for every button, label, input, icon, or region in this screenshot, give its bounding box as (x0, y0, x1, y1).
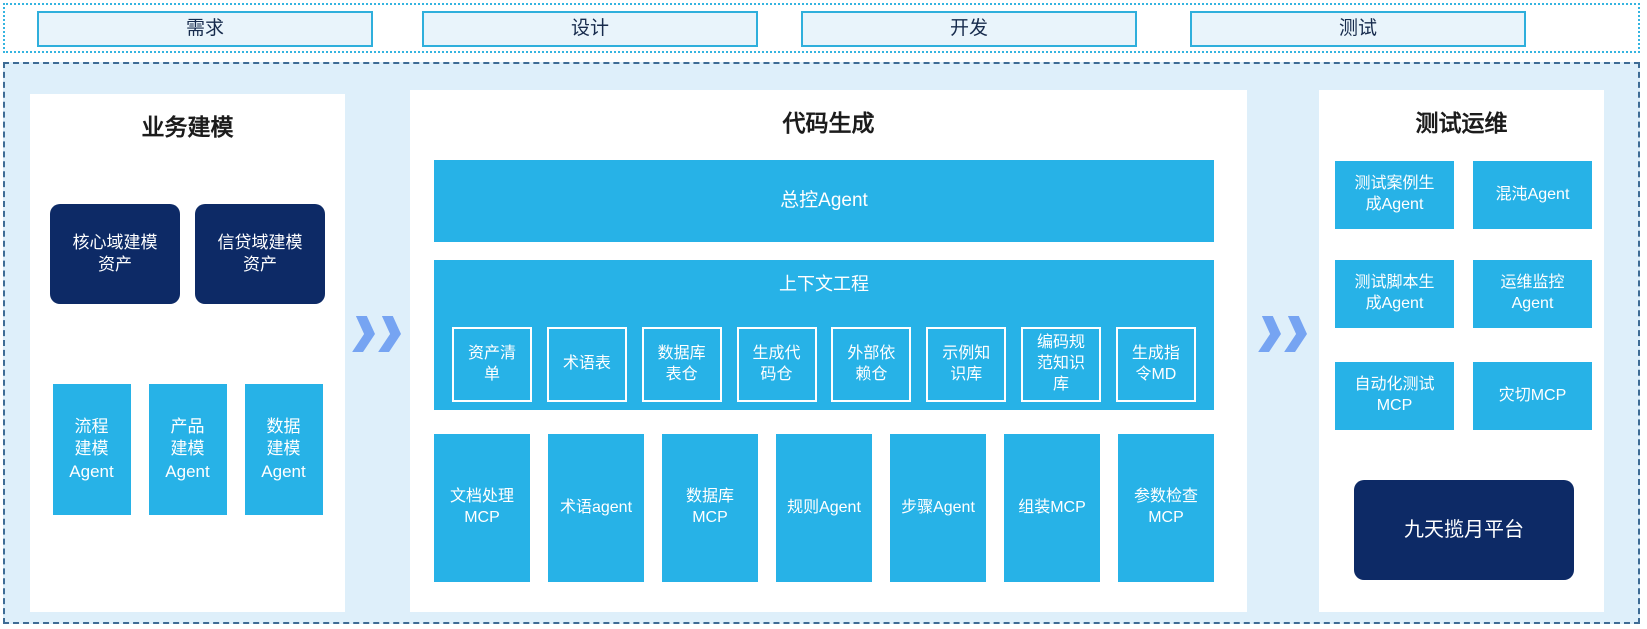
section-title: 代码生成 (782, 110, 875, 136)
context-engineering-title: 上下文工程 (779, 274, 869, 294)
box-external-dependency-repo: 外部依 赖仓 (831, 327, 912, 402)
phase-label: 测试 (1338, 17, 1377, 39)
section-test-ops: 测试运维 测试案例生 成Agent 混沌Agent 测试脚本生 成Agent 运… (1319, 90, 1604, 612)
context-engineering-block: 上下文工程 资产清 单 术语表 数据库 表仓 生成代 码仓 外部依 赖仓 示例知… (434, 260, 1214, 410)
box-generated-code-repo: 生成代 码仓 (736, 327, 817, 402)
phase-box-design: 设计 (422, 11, 758, 47)
box-credit-domain-assets: 信贷域建模 资产 (195, 204, 325, 304)
double-chevron-icon (1251, 304, 1315, 364)
chevron-shape (352, 316, 377, 352)
section-business-modeling: 业务建模 核心域建模 资产 信贷域建模 资产 流程 建模 Agent 产品 建模… (30, 94, 345, 612)
box-automated-test-mcp: 自动化测试 MCP (1335, 362, 1454, 430)
box-ops-monitoring-agent: 运维监控 Agent (1473, 260, 1592, 328)
box-rule-agent: 规则Agent (776, 434, 872, 582)
box-coding-standard-knowledge-base: 编码规 范知识 库 (1021, 327, 1102, 402)
context-item-row: 资产清 单 术语表 数据库 表仓 生成代 码仓 外部依 赖仓 示例知 识库 编码… (434, 327, 1214, 402)
section-code-generation: 代码生成 总控Agent 上下文工程 资产清 单 术语表 数据库 表仓 生成代 … (410, 90, 1247, 612)
section-title: 业务建模 (141, 114, 234, 140)
box-master-agent: 总控Agent (434, 160, 1214, 242)
phase-box-requirements: 需求 (37, 11, 373, 47)
chevron-shape (1258, 316, 1283, 352)
asset-box-row: 核心域建模 资产 信贷域建模 资产 (30, 204, 345, 304)
box-test-script-generation-agent: 测试脚本生 成Agent (1335, 260, 1454, 328)
tool-box-row: 文档处理 MCP 术语agent 数据库 MCP 规则Agent 步骤Agent… (434, 434, 1214, 582)
box-disaster-switch-mcp: 灾切MCP (1473, 362, 1592, 430)
phase-box-development: 开发 (801, 11, 1137, 47)
section-title: 测试运维 (1415, 110, 1508, 136)
phase-bar: 需求 设计 开发 测试 (3, 3, 1640, 53)
box-db-table-repo: 数据库 表仓 (641, 327, 722, 402)
box-assembly-mcp: 组装MCP (1004, 434, 1100, 582)
box-database-mcp: 数据库 MCP (662, 434, 758, 582)
box-example-knowledge-base: 示例知 识库 (926, 327, 1007, 402)
box-test-case-generation-agent: 测试案例生 成Agent (1335, 161, 1454, 229)
box-parameter-check-mcp: 参数检查 MCP (1118, 434, 1214, 582)
double-chevron-icon (345, 304, 409, 364)
box-jiutian-lanyue-platform: 九天揽月平台 (1354, 480, 1574, 580)
box-data-modeling-agent: 数据 建模 Agent (244, 384, 323, 515)
modeling-agent-row: 流程 建模 Agent 产品 建模 Agent 数据 建模 Agent (30, 384, 345, 515)
box-step-agent: 步骤Agent (890, 434, 986, 582)
box-glossary: 术语表 (546, 327, 627, 402)
chevron-shape (1284, 316, 1309, 352)
box-asset-list: 资产清 单 (452, 327, 532, 402)
phase-box-testing: 测试 (1190, 11, 1526, 47)
phase-label: 需求 (185, 17, 224, 39)
phase-label: 设计 (570, 17, 609, 39)
main-band: 业务建模 核心域建模 资产 信贷域建模 资产 流程 建模 Agent 产品 建模… (3, 62, 1640, 624)
box-doc-processing-mcp: 文档处理 MCP (434, 434, 530, 582)
box-process-modeling-agent: 流程 建模 Agent (52, 384, 131, 515)
box-core-domain-assets: 核心域建模 资产 (50, 204, 180, 304)
box-chaos-agent: 混沌Agent (1473, 161, 1592, 229)
phase-label: 开发 (949, 17, 988, 39)
box-product-modeling-agent: 产品 建模 Agent (148, 384, 227, 515)
box-generation-instruction-md: 生成指 令MD (1115, 327, 1196, 402)
chevron-shape (378, 316, 403, 352)
box-glossary-agent: 术语agent (548, 434, 644, 582)
